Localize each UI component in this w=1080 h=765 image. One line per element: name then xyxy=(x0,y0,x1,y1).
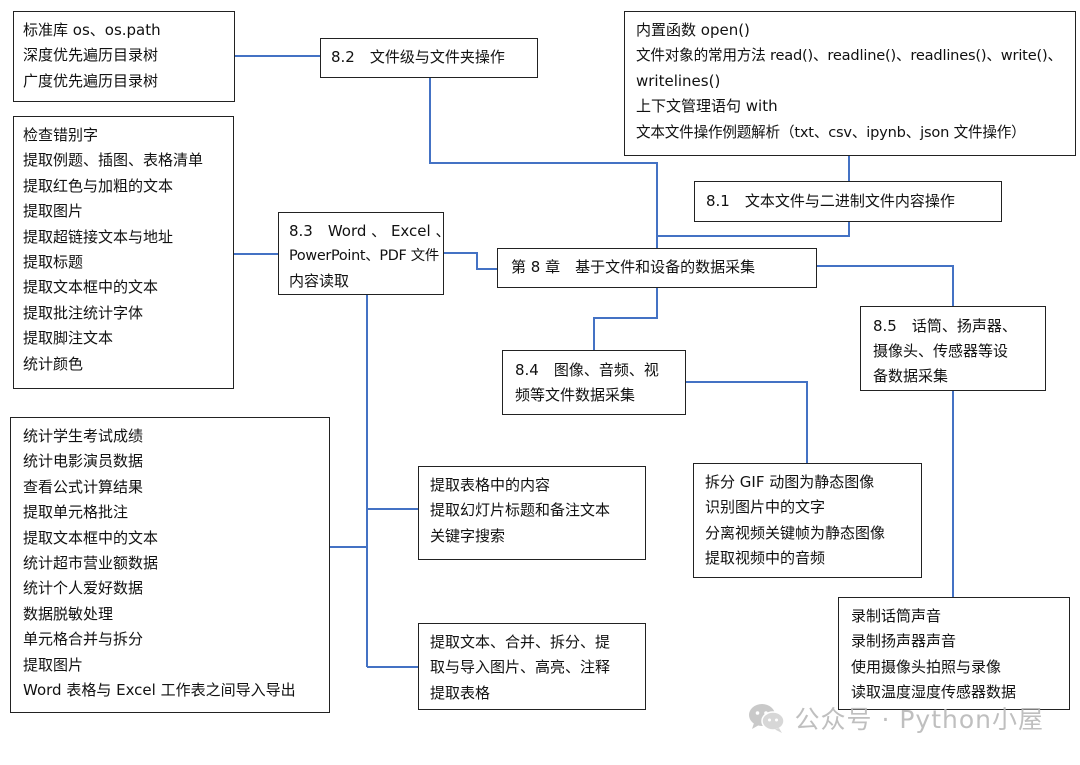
b83-word-line: 提取批注统计字体 xyxy=(23,303,144,322)
box-83-excel: 统计学生考试成绩 统计电影演员数据 查看公式计算结果 提取单元格批注 提取文本框… xyxy=(10,417,330,713)
b83-excel-line: 提取文本框中的文本 xyxy=(23,528,159,547)
b83-word-line: 提取红色与加粗的文本 xyxy=(23,176,174,195)
connector-82-root xyxy=(429,77,658,248)
b85-title-line: 8.5 话筒、扬声器、 xyxy=(873,317,1017,335)
b82-title-text: 8.2 文件级与文件夹操作 xyxy=(331,48,505,66)
b84-list-line: 识别图片中的文字 xyxy=(705,498,826,517)
b83-excel-line: 提取单元格批注 xyxy=(23,503,129,522)
box-83-title: 8.3 Word 、 Excel 、 PowerPoint、PDF 文件 内容读… xyxy=(278,212,451,295)
b83-word-line: 提取标题 xyxy=(23,253,84,272)
b84-title-line: 频等文件数据采集 xyxy=(515,386,636,404)
box-81-title: 8.1 文本文件与二进制文件内容操作 xyxy=(694,181,1002,222)
b85-list-line: 录制话筒声音 xyxy=(851,607,942,625)
box-83-word: 检查错别字 提取例题、插图、表格清单 提取红色与加粗的文本 提取图片 提取超链接… xyxy=(13,116,234,389)
b83-word-line: 提取脚注文本 xyxy=(23,329,114,348)
box-83-pdf: 提取文本、合并、拆分、提 取与导入图片、高亮、注释 提取表格 xyxy=(418,623,646,710)
b83-word-line: 提取超链接文本与地址 xyxy=(23,227,174,246)
b83-excel-line: 统计电影演员数据 xyxy=(23,452,144,471)
b83-ppt-line: 关键字搜索 xyxy=(430,526,506,545)
b85-list-line: 使用摄像头拍照与录像 xyxy=(851,657,1002,676)
b81-list-line: writelines() xyxy=(636,71,721,90)
b83-excel-line: 提取图片 xyxy=(23,655,84,674)
connector-84-root xyxy=(593,288,658,350)
wechat-icon xyxy=(748,704,785,733)
root-title-text: 第 8 章 基于文件和设备的数据采集 xyxy=(511,258,756,276)
b83-excel-line: 数据脱敏处理 xyxy=(23,604,114,623)
watermark-text: 公众号 · Python小屋 xyxy=(794,705,1044,734)
b82-list-line: 标准库 os、os.path xyxy=(23,21,161,39)
b83-word-line: 检查错别字 xyxy=(23,126,99,144)
b83-pdf-line: 取与导入图片、高亮、注释 xyxy=(430,658,611,677)
b83-excel-line: 单元格合并与拆分 xyxy=(23,630,144,649)
b83-excel-line: 统计超市营业额数据 xyxy=(23,554,159,573)
b83-excel-line: 查看公式计算结果 xyxy=(23,477,144,496)
b83-pdf-line: 提取表格 xyxy=(430,683,491,702)
b81-list-line: 上下文管理语句 with xyxy=(636,97,778,116)
b83-excel-line: Word 表格与 Excel 工作表之间导入导出 xyxy=(23,681,296,700)
b85-title-line: 摄像头、传感器等设 xyxy=(873,342,1009,360)
b83-ppt-line: 提取幻灯片标题和备注文本 xyxy=(430,501,611,520)
b84-list-line: 拆分 GIF 动图为静态图像 xyxy=(705,473,875,491)
connector-85-root xyxy=(817,265,954,306)
b84-list-line: 提取视频中的音频 xyxy=(705,549,826,568)
b81-title-text: 8.1 文本文件与二进制文件内容操作 xyxy=(706,192,955,210)
b84-title-line: 8.4 图像、音频、视 xyxy=(515,361,659,379)
b83-title-line: PowerPoint、PDF 文件 xyxy=(289,248,439,264)
box-chapter-8-root: 第 8 章 基于文件和设备的数据采集 xyxy=(497,248,817,288)
box-84-list: 拆分 GIF 动图为静态图像 识别图片中的文字 分离视频关键帧为静态图像 提取视… xyxy=(693,463,922,578)
b83-pdf-line: 提取文本、合并、拆分、提 xyxy=(430,633,611,651)
b82-list-line: 深度优先遍历目录树 xyxy=(23,46,159,65)
b83-title-line: 8.3 Word 、 Excel 、 xyxy=(289,222,451,240)
watermark: 公众号 · Python小屋 xyxy=(747,700,1045,736)
connector-84-list xyxy=(686,381,808,463)
b83-ppt-line: 提取表格中的内容 xyxy=(430,476,551,494)
b83-word-line: 提取例题、插图、表格清单 xyxy=(23,151,204,170)
box-82-list: 标准库 os、os.path 深度优先遍历目录树 广度优先遍历目录树 xyxy=(13,11,235,102)
b83-title-line: 内容读取 xyxy=(289,272,350,290)
box-85-list: 录制话筒声音 录制扬声器声音 使用摄像头拍照与录像 读取温度湿度传感器数据 xyxy=(838,597,1070,710)
b85-list-line: 录制扬声器声音 xyxy=(851,632,957,651)
b81-list-line: 内置函数 open() xyxy=(636,21,750,39)
connector-81-root xyxy=(656,221,850,248)
connector-83-root xyxy=(444,252,497,270)
b81-list-line: 文件对象的常用方法 read()、readline()、readlines()、… xyxy=(636,47,1062,65)
b83-word-line: 统计颜色 xyxy=(23,354,84,373)
box-82-title: 8.2 文件级与文件夹操作 xyxy=(320,38,538,78)
b84-list-line: 分离视频关键帧为静态图像 xyxy=(705,523,886,542)
box-84-title: 8.4 图像、音频、视 频等文件数据采集 xyxy=(502,350,686,415)
b83-word-line: 提取文本框中的文本 xyxy=(23,278,159,297)
b85-list-line: 读取温度湿度传感器数据 xyxy=(851,683,1017,702)
b83-word-line: 提取图片 xyxy=(23,202,84,221)
b83-excel-line: 统计个人爱好数据 xyxy=(23,579,144,598)
b85-title-line: 备数据采集 xyxy=(873,367,949,385)
box-85-title: 8.5 话筒、扬声器、 摄像头、传感器等设 备数据采集 xyxy=(860,306,1046,391)
box-83-ppt: 提取表格中的内容 提取幻灯片标题和备注文本 关键字搜索 xyxy=(418,466,646,560)
b81-list-line: 文本文件操作例题解析（txt、csv、ipynb、json 文件操作） xyxy=(636,123,1026,141)
b83-excel-line: 统计学生考试成绩 xyxy=(23,427,144,445)
box-81-list: 内置函数 open() 文件对象的常用方法 read()、readline()、… xyxy=(624,11,1076,156)
b82-list-line: 广度优先遍历目录树 xyxy=(23,71,159,90)
